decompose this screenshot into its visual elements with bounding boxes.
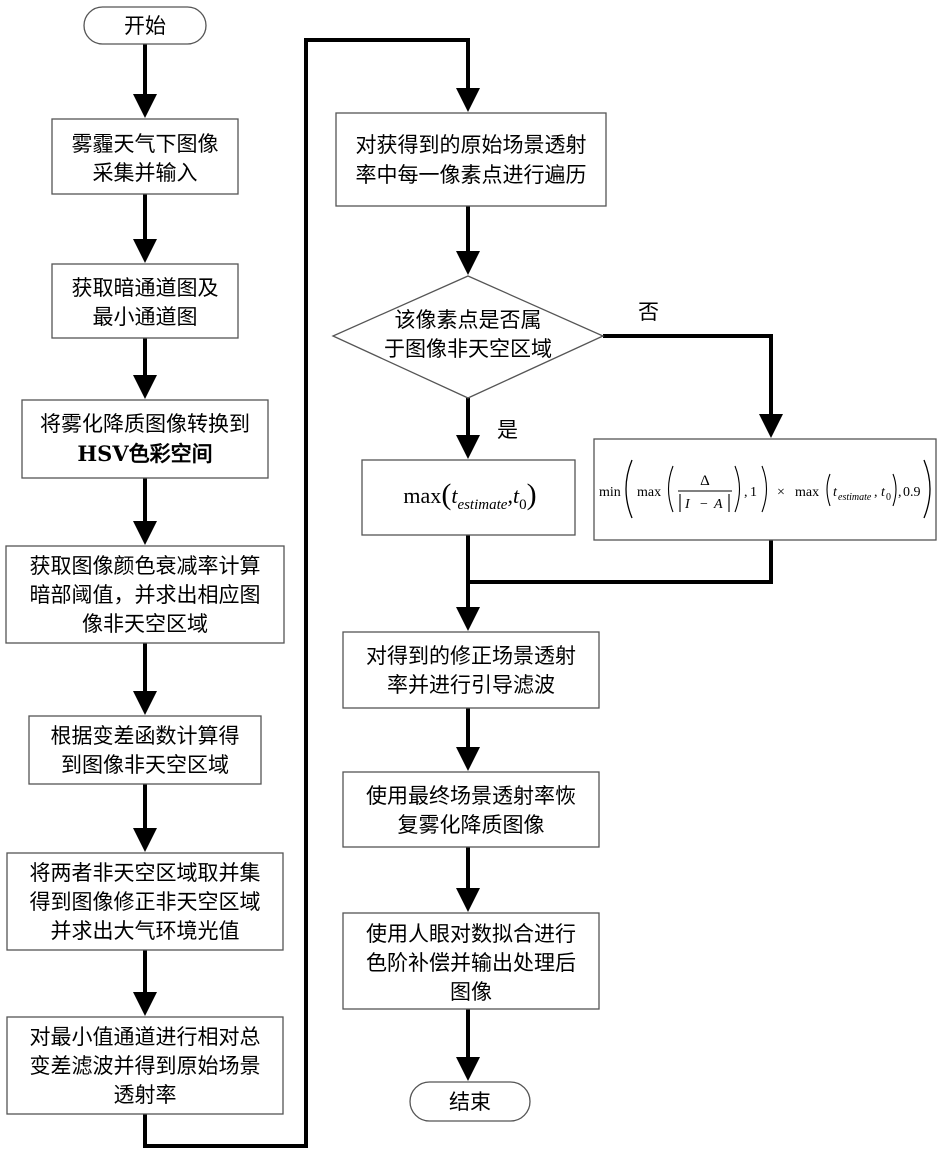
variance-step: 根据变差函数计算得 到图像非天空区域 (29, 716, 261, 784)
union-step: 将两者非天空区域取并集 得到图像修正非天空区域 并求出大气环境光值 (7, 853, 283, 950)
attenuation-line-1: 获取图像颜色衰减率计算 (30, 554, 261, 578)
hsv-step: 将雾化降质图像转换到 HSV色彩空间 (22, 400, 268, 478)
capture-step: 雾霾天气下图像 采集并输入 (52, 119, 238, 194)
restore-line-1: 使用最终场景透射率恢 (366, 784, 576, 808)
capture-line-1: 雾霾天气下图像 (72, 132, 219, 156)
arrow-decision-no (603, 336, 771, 434)
no-A: A (713, 497, 723, 512)
no-min: min (599, 485, 621, 500)
no-comma-1: , (744, 485, 748, 500)
attenuation-line-3: 像非天空区域 (82, 612, 208, 636)
yes-func: max (403, 483, 441, 508)
no-limit: 0.9 (903, 485, 921, 500)
restore-step: 使用最终场景透射率恢 复雾化降质图像 (343, 772, 599, 847)
tv-filter-line-2: 变差滤波并得到原始场景 (30, 1054, 261, 1078)
attenuation-step: 获取图像颜色衰减率计算 暗部阈值，并求出相应图 像非天空区域 (6, 546, 284, 643)
no-formula-box: min max Δ I − A , 1 × max t estimate , t… (594, 439, 936, 540)
no-times: × (777, 485, 785, 500)
tone-line-2: 色阶补偿并输出处理后 (366, 951, 576, 975)
no-max-1: max (637, 485, 661, 500)
no-minus: − (700, 497, 708, 512)
hsv-line-1: 将雾化降质图像转换到 (40, 412, 250, 436)
no-comma-3: , (898, 485, 902, 500)
dark-channel-step: 获取暗通道图及 最小通道图 (52, 264, 238, 338)
tone-line-1: 使用人眼对数拟合进行 (366, 922, 576, 946)
union-line-2: 得到图像修正非天空区域 (30, 890, 261, 914)
traverse-step: 对获得到的原始场景透射 率中每一像素点进行遍历 (336, 113, 606, 206)
tone-line-3: 图像 (450, 980, 492, 1004)
union-line-1: 将两者非天空区域取并集 (30, 861, 261, 885)
tv-filter-line-3: 透射率 (114, 1083, 177, 1107)
tv-filter-line-1: 对最小值通道进行相对总 (30, 1025, 261, 1049)
tone-step: 使用人眼对数拟合进行 色阶补偿并输出处理后 图像 (343, 913, 599, 1009)
no-max-2: max (795, 485, 819, 500)
attenuation-line-2: 暗部阈值，并求出相应图 (30, 583, 261, 607)
traverse-line-2: 率中每一像素点进行遍历 (356, 163, 587, 187)
decision-diamond: 该像素点是否属 于图像非天空区域 (333, 276, 603, 398)
no-comma-2: , (874, 485, 878, 500)
end-label: 结束 (449, 1090, 491, 1114)
end-terminal: 结束 (410, 1082, 530, 1121)
no-t0-sub: 0 (886, 492, 891, 503)
guided-filter-line-2: 率并进行引导滤波 (387, 673, 555, 697)
restore-line-2: 复雾化降质图像 (398, 813, 545, 837)
yes-formula-box: max(testimate,t0) (362, 460, 575, 535)
start-label: 开始 (124, 14, 166, 38)
yes-t-sub: estimate (457, 497, 507, 513)
capture-line-2: 采集并输入 (93, 161, 198, 185)
line-no-merge (470, 540, 771, 582)
union-line-3: 并求出大气环境光值 (51, 919, 240, 943)
decision-line-2: 于图像非天空区域 (384, 337, 552, 361)
dark-channel-line-1: 获取暗通道图及 (72, 276, 219, 300)
no-label: 否 (638, 300, 659, 324)
guided-filter-step: 对得到的修正场景透射 率并进行引导滤波 (343, 632, 599, 708)
start-terminal: 开始 (84, 7, 206, 44)
no-delta: Δ (700, 473, 710, 489)
variance-line-1: 根据变差函数计算得 (51, 724, 240, 748)
variance-line-2: 到图像非天空区域 (61, 753, 229, 777)
traverse-line-1: 对获得到的原始场景透射 (356, 133, 587, 157)
tv-filter-step: 对最小值通道进行相对总 变差滤波并得到原始场景 透射率 (7, 1017, 283, 1114)
yes-label: 是 (497, 418, 518, 442)
yes-t0-sub: 0 (519, 497, 527, 513)
guided-filter-line-1: 对得到的修正场景透射 (366, 644, 576, 668)
hsv-line-2: HSV色彩空间 (77, 441, 212, 466)
dark-channel-line-2: 最小通道图 (93, 305, 198, 329)
no-t-sub: estimate (838, 492, 872, 503)
decision-line-1: 该像素点是否属 (395, 308, 542, 332)
no-one: 1 (750, 485, 757, 500)
